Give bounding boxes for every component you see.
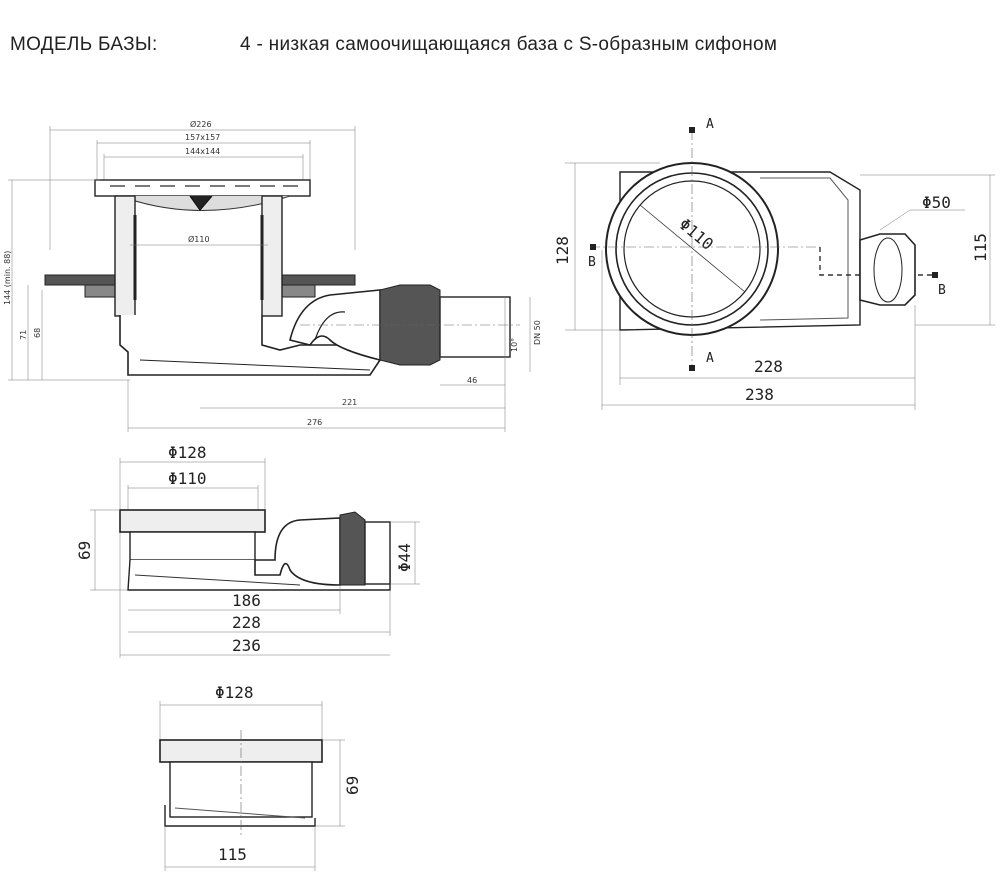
dim-46-text: 46: [467, 376, 477, 385]
top-view: Φ110 A A B B Φ50 128 115 22: [553, 117, 995, 410]
dn50-text: DN 50: [533, 320, 542, 345]
dim-276-text: 276: [307, 418, 322, 427]
side-dim-69: 69: [75, 541, 94, 560]
section-mark-b-left: B: [588, 255, 596, 270]
side-view: Φ128 Φ110 69 Φ44 186 228 236: [75, 443, 420, 658]
dim-144-text: 144x144: [185, 147, 220, 156]
side-d128-text: Φ128: [168, 443, 207, 462]
top-dim-228: 228: [754, 357, 783, 376]
header: МОДЕЛЬ БАЗЫ: 4 - низкая самоочищающаяся …: [10, 34, 990, 60]
top-dim-128: 128: [553, 236, 572, 265]
section-mark-a-bottom: A: [706, 351, 714, 366]
side-dim-186: 186: [232, 591, 261, 610]
side-d44-text: Φ44: [395, 543, 414, 572]
side-dim-236: 236: [232, 636, 261, 655]
model-label: МОДЕЛЬ БАЗЫ:: [10, 34, 158, 55]
front-view: Φ128 69 115: [159, 683, 362, 871]
dim-71-height: 71: [19, 330, 28, 340]
model-title: 4 - низкая самоочищающаяся база с S-обра…: [240, 34, 778, 55]
dim-144-height: 144 (min. 88): [3, 251, 12, 305]
section-view: Ø226 157x157 144x144 Ø110: [3, 119, 542, 432]
section-mark-b-right: B: [938, 283, 946, 298]
top-dim-115: 115: [971, 233, 990, 262]
front-dim-115: 115: [218, 845, 247, 864]
top-dim-238: 238: [745, 385, 774, 404]
section-mark-a-top: A: [706, 117, 714, 132]
dim-110-text: Ø110: [188, 234, 210, 244]
angle-text: 10°: [510, 338, 519, 352]
top-d50-text: Φ50: [922, 193, 951, 212]
side-d110-text: Φ110: [168, 469, 207, 488]
dim-157-text: 157x157: [185, 133, 220, 142]
dim-68-height: 68: [33, 328, 42, 338]
side-dim-228: 228: [232, 613, 261, 632]
dim-226-text: Ø226: [190, 119, 212, 129]
front-dim-69: 69: [343, 776, 362, 795]
dim-221-text: 221: [342, 398, 357, 407]
front-d128-text: Φ128: [215, 683, 254, 702]
